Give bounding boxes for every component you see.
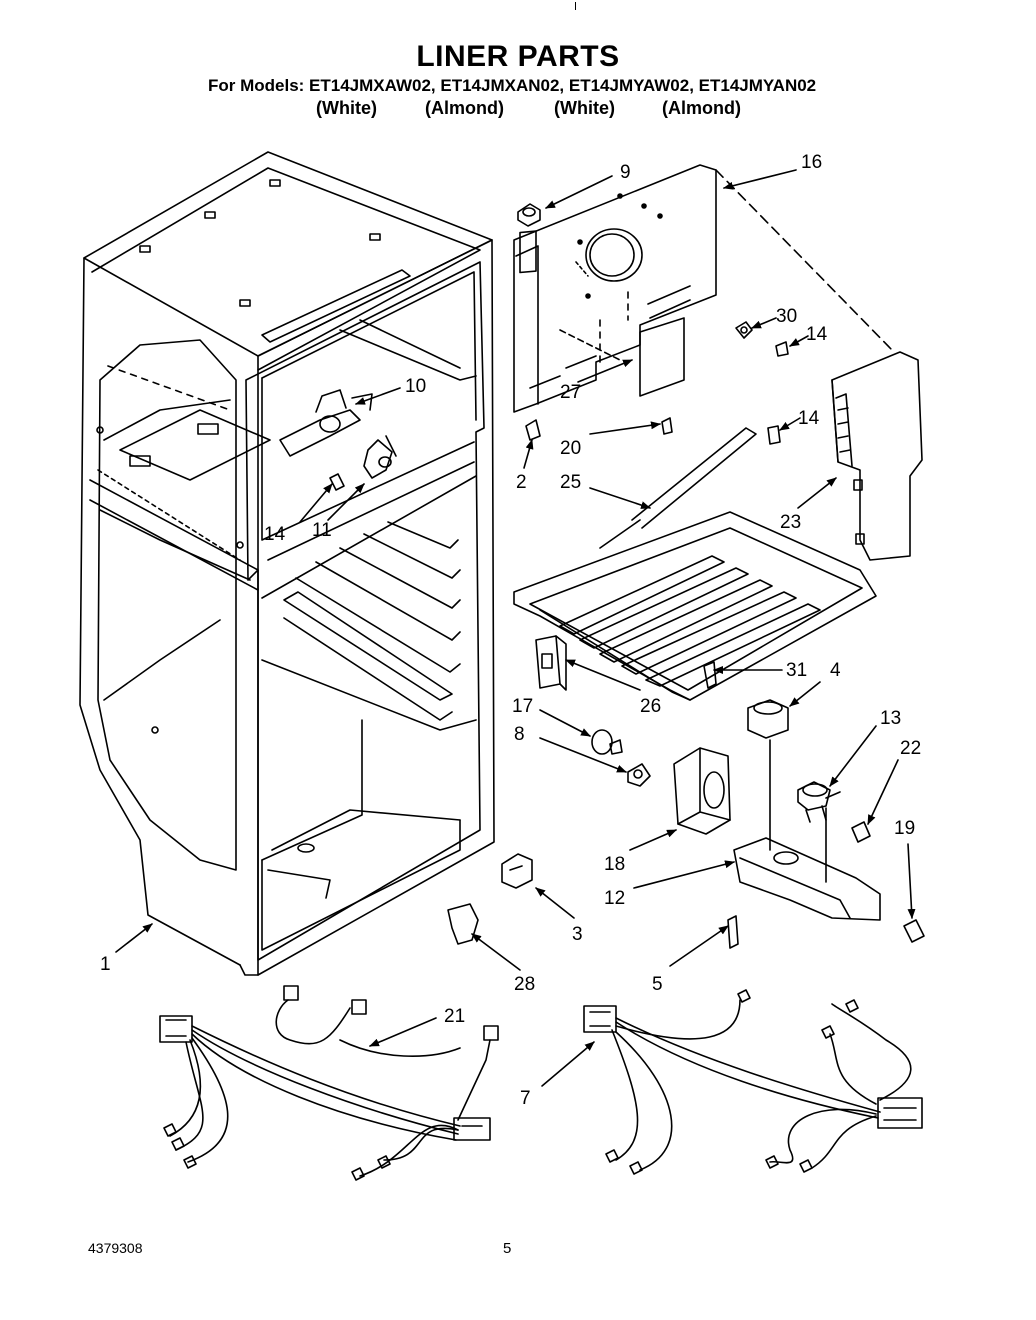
- callout-26: 26: [640, 696, 661, 717]
- callout-30: 30: [776, 306, 797, 327]
- callout-14-b: 14: [798, 408, 820, 429]
- wire-harness-right: [583, 989, 923, 1175]
- color-labels: (White) (Almond) (White) (Almond): [0, 98, 1036, 120]
- callout-14-a: 14: [806, 324, 828, 345]
- fasteners: [329, 203, 789, 949]
- color-label-3: (White): [554, 98, 615, 118]
- callout-23: 23: [780, 512, 801, 533]
- callout-9: 9: [620, 162, 631, 183]
- callout-1: 1: [100, 954, 111, 975]
- callout-12: 12: [604, 888, 625, 909]
- callout-28: 28: [514, 974, 535, 995]
- callout-14-c: 14: [264, 524, 286, 545]
- callout-31: 31: [786, 660, 807, 681]
- callout-19: 19: [894, 818, 915, 839]
- callout-3: 3: [572, 924, 583, 945]
- callout-4: 4: [830, 660, 841, 681]
- page-title: LINER PARTS: [416, 40, 620, 73]
- callout-13: 13: [880, 708, 901, 729]
- color-label-4: (Almond): [662, 98, 741, 118]
- callout-17: 17: [512, 696, 533, 717]
- callout-21: 21: [444, 1006, 465, 1027]
- leader-lines: [115, 169, 916, 1087]
- wire-harness-left: [159, 985, 499, 1181]
- scan-mark: [575, 2, 576, 10]
- color-label-2: (Almond): [425, 98, 504, 118]
- callout-22: 22: [900, 738, 921, 759]
- air-diffuser: [831, 351, 923, 561]
- callout-10: 10: [405, 376, 426, 397]
- callout-2: 2: [516, 472, 527, 493]
- callout-16: 16: [801, 152, 822, 173]
- callout-5: 5: [652, 974, 663, 995]
- callout-20: 20: [560, 438, 581, 459]
- callout-27: 27: [560, 382, 581, 403]
- models-line: For Models: ET14JMXAW02, ET14JMXAN02, ET…: [208, 76, 817, 95]
- small-parts: [447, 635, 925, 945]
- page-number: 5: [503, 1240, 512, 1257]
- evaporator-cover: [513, 164, 893, 413]
- glass-shelf-frame: [513, 427, 877, 701]
- callout-18: 18: [604, 854, 625, 875]
- callout-11: 11: [312, 520, 332, 541]
- callout-7: 7: [520, 1088, 531, 1109]
- callout-8: 8: [514, 724, 525, 745]
- refrigerator-liner: [79, 151, 495, 976]
- callout-25: 25: [560, 472, 581, 493]
- callout-numbers: 9 16 30 14 10 27 20 14 2 25 23 14 11 31 …: [100, 152, 921, 1109]
- document-number: 4379308: [88, 1240, 143, 1256]
- color-label-1: (White): [316, 98, 377, 118]
